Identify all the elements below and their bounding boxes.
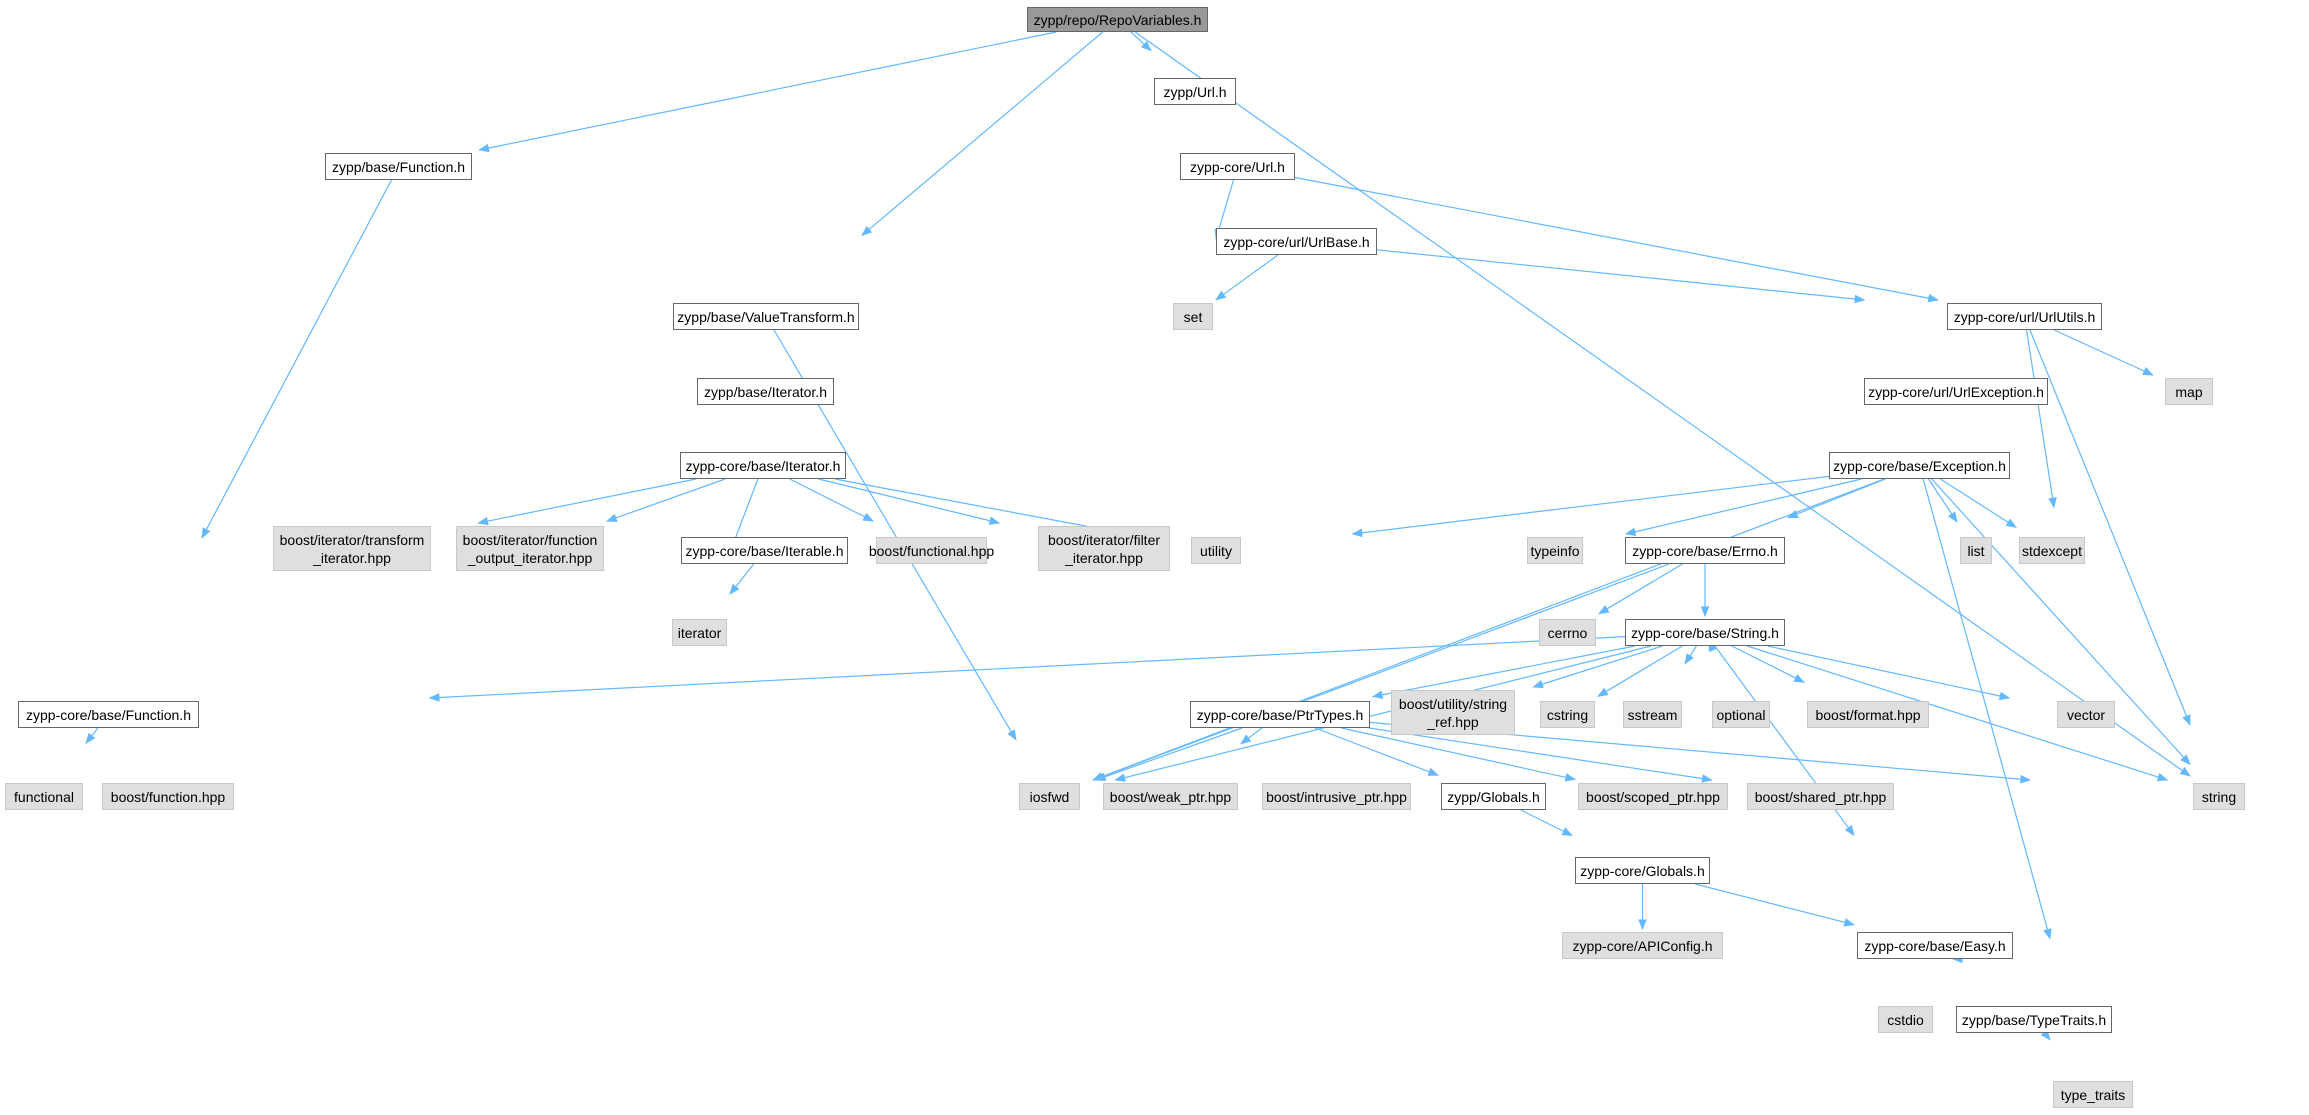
node-type-traits: type_traits — [2053, 1081, 2133, 1108]
edge-urlutils-to-string — [2029, 329, 2191, 726]
node-zypp-base-iterator-h[interactable]: zypp/base/Iterator.h — [697, 378, 834, 405]
edge-string_h-to-sstream — [1684, 645, 1697, 665]
node-boost-iterator-function-output-iterator-hpp: boost/iterator/function _output_iterator… — [456, 526, 604, 571]
edge-exception-to-typeinfo — [1624, 478, 1862, 536]
edge-globals-to-coreglobals — [1520, 809, 1573, 837]
node-cstring: cstring — [1540, 701, 1595, 728]
edge-typetraits_h-to-type_traits — [2040, 1029, 2051, 1041]
node-zypp-core-base-function-h[interactable]: zypp-core/base/Function.h — [18, 701, 199, 728]
edge-string_h-to-easy — [1714, 645, 1855, 837]
node-zypp-core-base-errno-h[interactable]: zypp-core/base/Errno.h — [1625, 537, 1785, 564]
node-utility: utility — [1191, 537, 1241, 564]
edge-exception-to-stdexcept — [1940, 478, 2017, 528]
edge-string_h-to-boostformat — [1731, 645, 1805, 683]
edge-urlutils-to-vector — [2026, 329, 2057, 509]
node-zypp-base-valuetransform-h[interactable]: zypp/base/ValueTransform.h — [673, 303, 859, 330]
edge-repovars-to-string — [1134, 31, 2191, 777]
edge-string_h-to-corefunc — [428, 636, 1626, 702]
node-boost-utility-string-ref-hpp: boost/utility/string _ref.hpp — [1391, 690, 1515, 735]
node-boost-functional-hpp: boost/functional.hpp — [869, 537, 994, 564]
edge-corefunc-to-functional — [85, 727, 99, 744]
edge-ptrtypes-to-weakptr — [1240, 727, 1263, 745]
node-zypp-core-url-h[interactable]: zypp-core/Url.h — [1180, 153, 1295, 180]
node-stdexcept: stdexcept — [2019, 537, 2085, 564]
edge-ptrtypes-to-scopedptr — [1341, 727, 1577, 782]
edge-exception-to-iosfwd — [1091, 478, 1885, 781]
node-set: set — [1173, 303, 1213, 330]
node-boost-iterator-transform-iterator-hpp: boost/iterator/transform _iterator.hpp — [273, 526, 431, 571]
node-zypp-base-function-h[interactable]: zypp/base/Function.h — [325, 153, 472, 180]
edge-coreurl-to-urlutils — [1294, 176, 1939, 303]
edge-exception-to-utility — [1351, 475, 1830, 538]
node-zypp-core-base-string-h[interactable]: zypp-core/base/String.h — [1625, 619, 1785, 646]
node-zypp-url-h[interactable]: zypp/Url.h — [1154, 78, 1236, 105]
edge-string_h-to-vector — [1767, 645, 2011, 701]
node-functional: functional — [5, 783, 83, 810]
edge-repovars-to-func — [478, 31, 1057, 153]
edge-string_h-to-iosfwd — [1114, 645, 1652, 782]
node-boost-weak-ptr-hpp: boost/weak_ptr.hpp — [1103, 783, 1238, 810]
edge-exception-to-string — [1931, 478, 2191, 766]
edge-repovars-to-valtrans — [861, 31, 1104, 237]
node-zypp-core-base-iterator-h[interactable]: zypp-core/base/Iterator.h — [680, 452, 846, 479]
edge-ptrtypes-to-iosfwd — [1094, 727, 1243, 781]
node-string: string — [2193, 783, 2245, 810]
node-cerrno: cerrno — [1539, 619, 1596, 646]
node-iterator: iterator — [672, 619, 727, 646]
node-boost-shared-ptr-hpp: boost/shared_ptr.hpp — [1747, 783, 1894, 810]
edge-string_h-to-cstring — [1597, 645, 1683, 697]
node-zypp-core-url-urlutils-h[interactable]: zypp-core/url/UrlUtils.h — [1947, 303, 2102, 330]
edge-urlbase-to-urlutils — [1376, 249, 1866, 304]
node-iosfwd: iosfwd — [1019, 783, 1080, 810]
edge-errno-to-cerrno — [1598, 563, 1683, 615]
edge-ptrtypes-to-globals — [1314, 727, 1440, 776]
node-zypp-core-globals-h[interactable]: zypp-core/Globals.h — [1575, 857, 1710, 884]
edge-coreiter-to-transiter — [477, 478, 697, 526]
node-sstream: sstream — [1623, 701, 1682, 728]
node-vector: vector — [2057, 701, 2115, 728]
node-boost-function-hpp: boost/function.hpp — [102, 783, 234, 810]
edge-string_h-to-string — [1747, 645, 2169, 782]
edge-errno-to-iosfwd — [1092, 563, 1670, 781]
edge-coreiter-to-funcoutiter — [605, 478, 726, 522]
node-zypp-repo-repovariables-h[interactable]: zypp/repo/RepoVariables.h — [1027, 7, 1208, 32]
edge-coreiter-to-filteriter — [818, 478, 1001, 525]
edge-string_h-to-stringref — [1532, 645, 1663, 689]
node-zypp-core-url-urlexception-h[interactable]: zypp-core/url/UrlException.h — [1864, 378, 2048, 405]
node-boost-iterator-filter-iterator-hpp: boost/iterator/filter _iterator.hpp — [1038, 526, 1170, 571]
edge-urlutils-to-map — [2053, 329, 2154, 376]
edge-func-to-corefunc — [201, 179, 392, 539]
edge-repovars-to-url — [1130, 31, 1152, 52]
node-zypp-core-url-urlbase-h[interactable]: zypp-core/url/UrlBase.h — [1216, 228, 1377, 255]
node-optional: optional — [1712, 701, 1770, 728]
node-zypp-core-base-exception-h[interactable]: zypp-core/base/Exception.h — [1829, 452, 2010, 479]
edge-exception-to-errno — [1786, 478, 1886, 519]
node-map: map — [2165, 378, 2213, 405]
node-zypp-core-base-ptrtypes-h[interactable]: zypp-core/base/PtrTypes.h — [1190, 701, 1370, 728]
node-boost-format-hpp: boost/format.hpp — [1807, 701, 1929, 728]
edge-string_h-to-ptrtypes — [1371, 645, 1636, 699]
node-boost-intrusive-ptr-hpp: boost/intrusive_ptr.hpp — [1262, 783, 1411, 810]
node-zypp-globals-h[interactable]: zypp/Globals.h — [1441, 783, 1546, 810]
node-boost-scoped-ptr-hpp: boost/scoped_ptr.hpp — [1578, 783, 1728, 810]
node-list: list — [1960, 537, 1992, 564]
node-zypp-base-typetraits-h[interactable]: zypp/base/TypeTraits.h — [1956, 1006, 2112, 1033]
edge-urlbase-to-set — [1215, 254, 1279, 301]
node-cstdio: cstdio — [1878, 1006, 1933, 1033]
node-zypp-core-base-easy-h[interactable]: zypp-core/base/Easy.h — [1857, 932, 2013, 959]
edge-exception-to-list — [1927, 478, 1958, 523]
node-zypp-core-apiconfig-h: zypp-core/APIConfig.h — [1562, 932, 1723, 959]
edge-coreglobals-to-easy — [1695, 883, 1856, 927]
edge-exception-to-type_traits — [1922, 478, 2052, 940]
node-typeinfo: typeinfo — [1527, 537, 1583, 564]
edge-iterable-to-iterator — [729, 563, 755, 595]
node-zypp-core-base-iterable-h[interactable]: zypp-core/base/Iterable.h — [681, 537, 848, 564]
edge-coreiter-to-boostfunctional — [789, 478, 874, 522]
